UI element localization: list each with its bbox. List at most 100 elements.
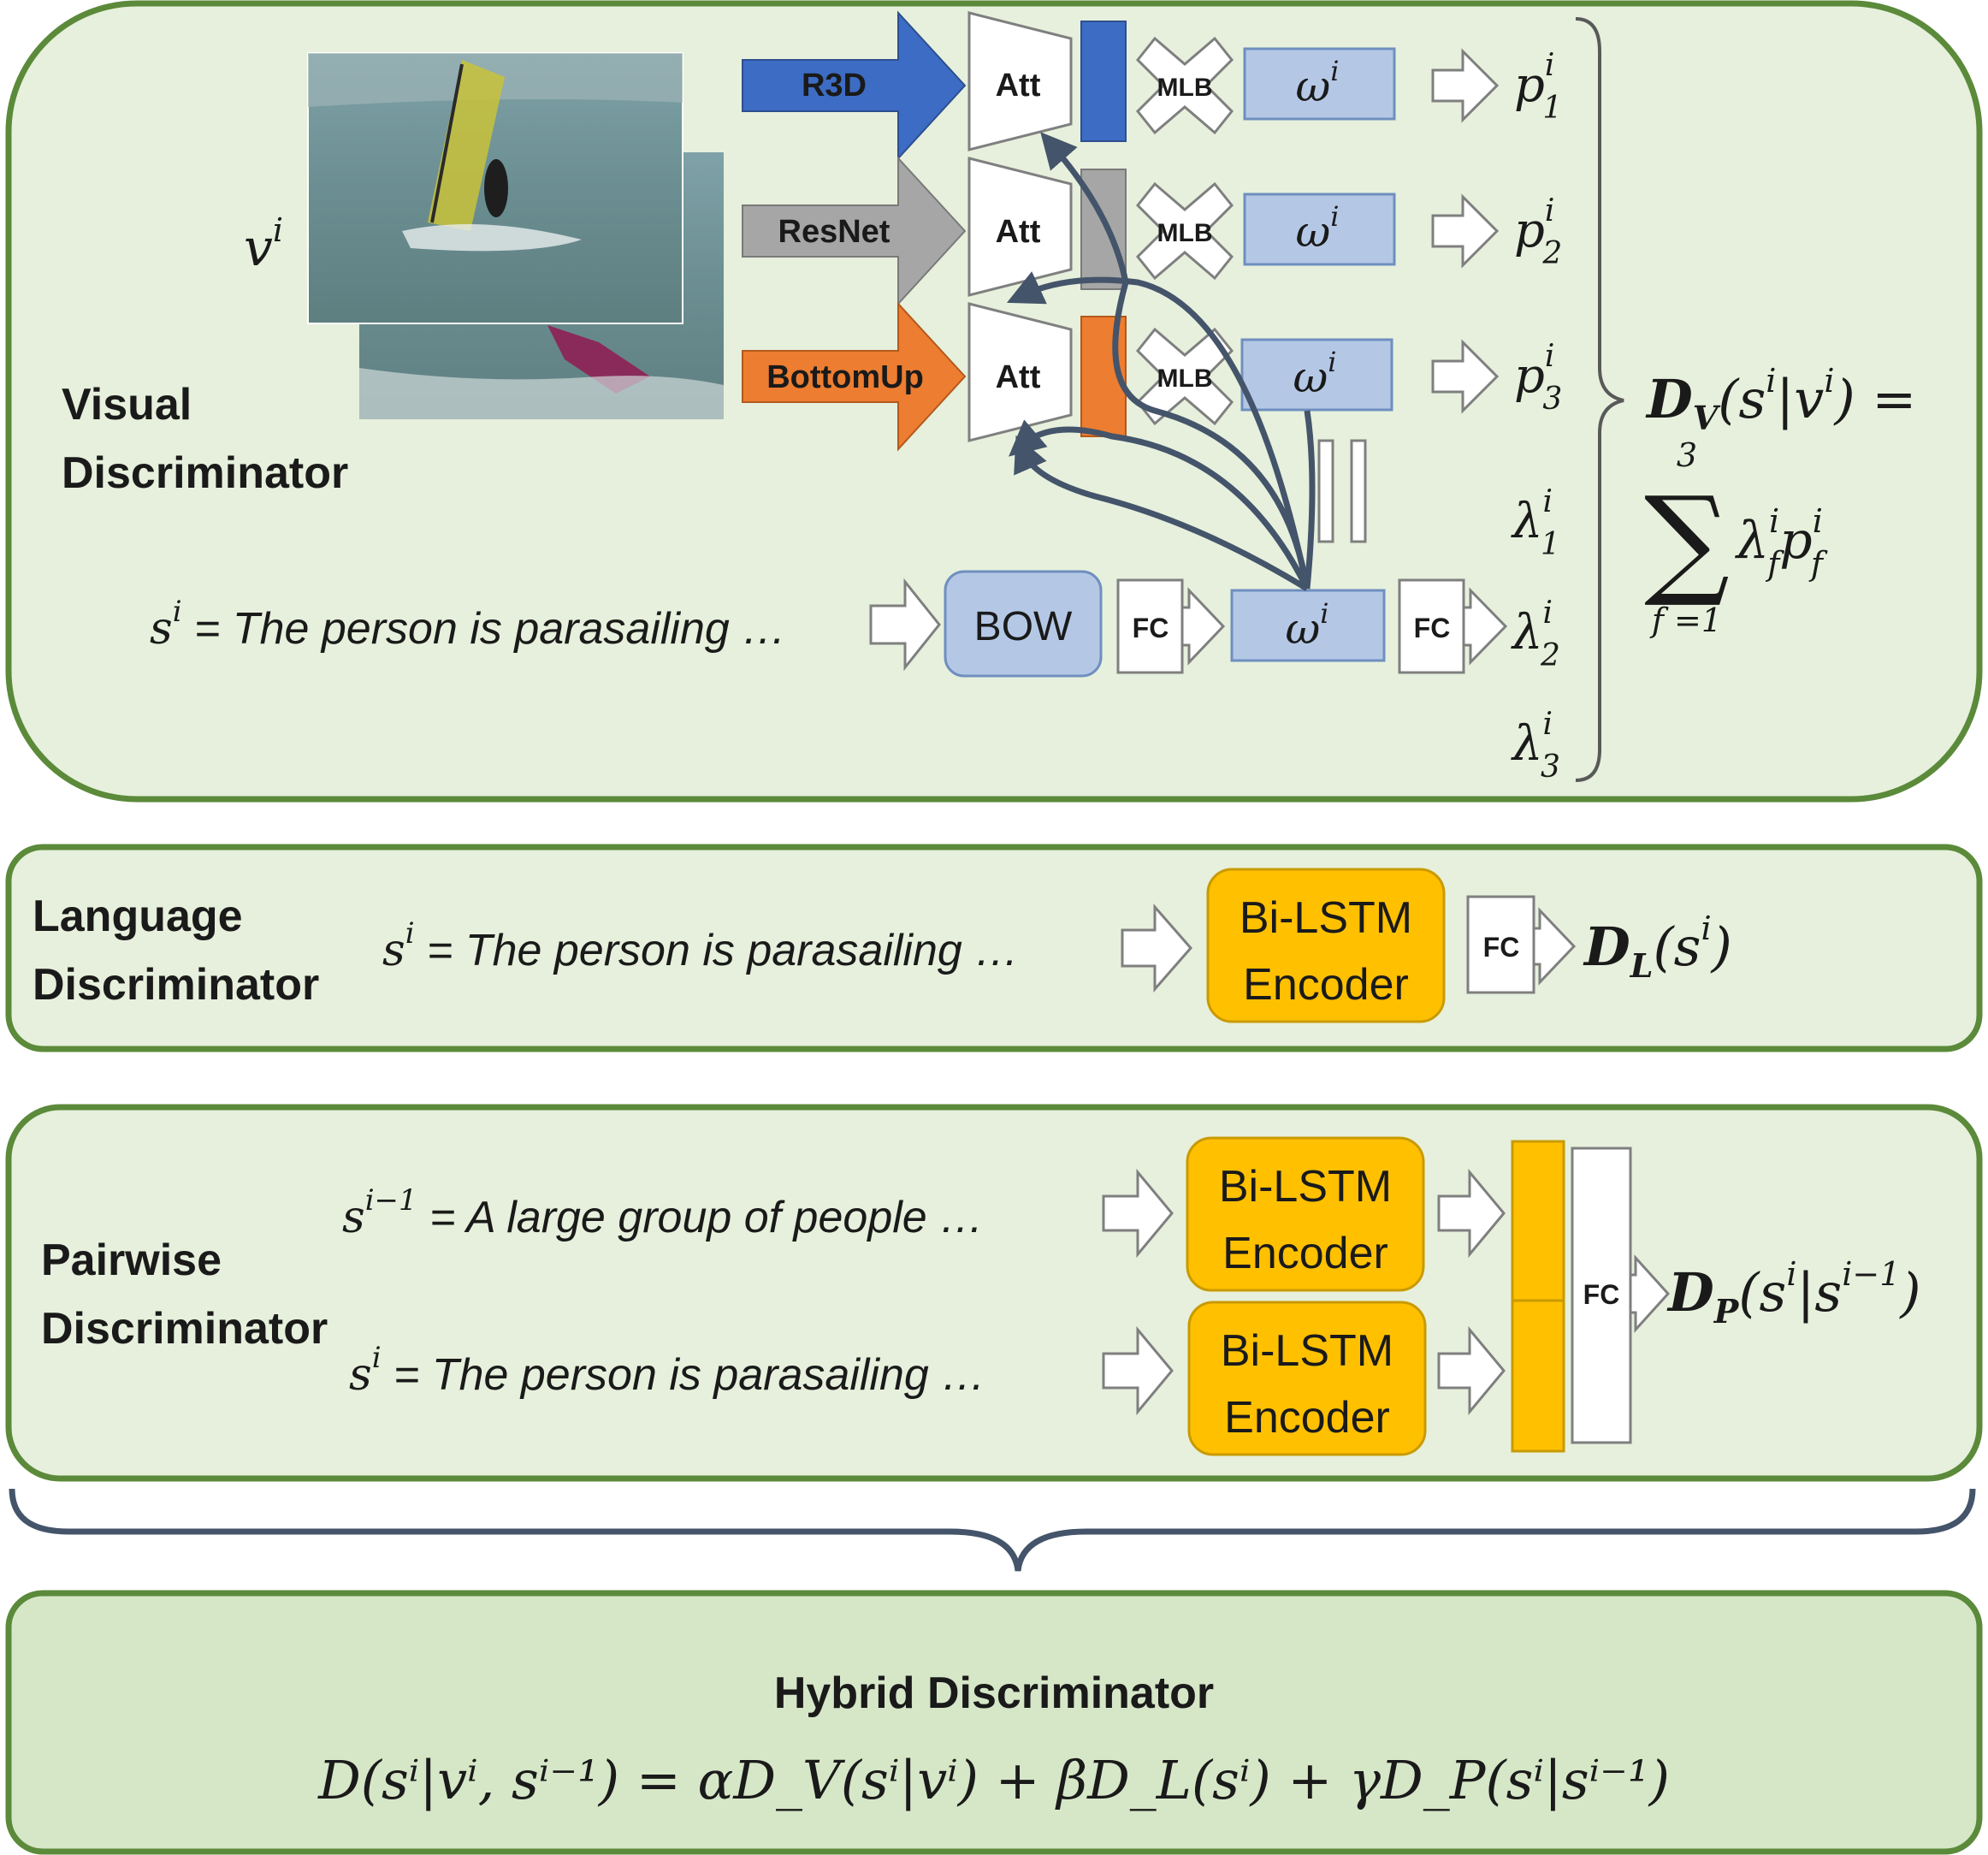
- att-label-2: Att: [996, 214, 1041, 250]
- curve-to-att-2: [1006, 271, 1311, 590]
- feature-arrow-resnet: ResNet: [742, 156, 967, 306]
- frame-front-splash: [402, 224, 582, 252]
- sum-lower-limit: f =1: [1649, 602, 1722, 639]
- pairwise-fc-box: [1571, 1147, 1632, 1444]
- omega-box-3: ωi: [1240, 338, 1393, 412]
- feature-bar-r3d: [1080, 21, 1127, 142]
- curve-to-att-1: [1040, 132, 1311, 590]
- pairwise-fc-label: FC: [1583, 1279, 1620, 1310]
- dl-equation: DL(si): [1583, 910, 1732, 985]
- video-variable: vi: [244, 211, 283, 278]
- language-fc: FC: [1466, 895, 1577, 994]
- language-fc-box: [1466, 895, 1535, 994]
- mlb-label-2: MLB: [1157, 219, 1213, 247]
- omega-label-3: ωi: [1293, 346, 1336, 402]
- frame-front-sail: [428, 60, 505, 231]
- att-label-1: Att: [996, 68, 1041, 104]
- pairwise-fc: FC: [1571, 1147, 1671, 1444]
- pairwise-encoder-2-line1: Bi-LSTM: [1221, 1326, 1393, 1376]
- pairwise-encoder-2-line2: Encoder: [1224, 1393, 1390, 1443]
- pairwise-encoder-box-2: [1187, 1301, 1427, 1456]
- omega-rect-1: [1243, 47, 1396, 121]
- video-frames: [307, 52, 724, 419]
- language-title-line1: Language: [33, 892, 243, 941]
- r3d-label: R3D: [802, 68, 867, 104]
- concat-bar-top: [1511, 1140, 1565, 1302]
- omega-rect-2: [1243, 193, 1396, 266]
- equal-bar-left: [1317, 439, 1334, 543]
- hybrid-title: Hybrid Discriminator: [774, 1668, 1214, 1718]
- visual-title-line2: Discriminator: [62, 448, 348, 498]
- visual-fc-2-label: FC: [1414, 613, 1451, 643]
- omega-box-2: ωi: [1243, 193, 1396, 266]
- language-sentence: si = The person is parasailing …: [382, 916, 1019, 976]
- hybrid-discriminator-panel: [5, 1590, 1983, 1855]
- visual-right-brace: [1575, 17, 1624, 782]
- arrow-to-language-encoder: [1121, 904, 1192, 993]
- arrow-to-concat-2: [1437, 1325, 1506, 1416]
- sum-upper-limit: 3: [1677, 436, 1697, 474]
- pairwise-cur-sentence: si = The person is parasailing …: [349, 1341, 985, 1401]
- omega-rect-bottom: [1230, 589, 1386, 662]
- bottomup-arrow-shape: [742, 301, 967, 452]
- arrow-to-pairwise-encoder-2: [1102, 1325, 1174, 1416]
- att-block-2: Att: [967, 157, 1073, 297]
- att-trapezoid-2: [967, 157, 1073, 297]
- visual-sentence: si = The person is parasailing …: [150, 595, 786, 655]
- pairwise-encoder-1-line1: Bi-LSTM: [1219, 1162, 1392, 1212]
- mlb-block-2: MLB: [1135, 181, 1234, 281]
- omega-label-bottom: ωi: [1285, 597, 1328, 654]
- equal-bar-right: [1350, 439, 1367, 543]
- att-block-1: Att: [967, 11, 1073, 151]
- att-label-3: Att: [996, 359, 1041, 395]
- language-encoder-line1: Bi-LSTM: [1240, 893, 1412, 943]
- pairwise-title-line2: Discriminator: [41, 1304, 328, 1354]
- r3d-arrow-shape: [742, 10, 967, 161]
- feature-arrow-bottomup: BottomUp: [742, 301, 967, 452]
- hybrid-brace: [9, 1488, 1976, 1572]
- omega-label-2: ωi: [1295, 200, 1339, 257]
- language-fc-arrowhead: [1532, 907, 1577, 986]
- pairwise-prev-sentence: si−1 = A large group of people …: [342, 1183, 984, 1243]
- visual-fc-2-box: [1398, 578, 1465, 674]
- visual-fc-1: FC: [1116, 578, 1226, 674]
- visual-fc-2-arrowhead: [1462, 587, 1508, 666]
- att-block-3: Att: [967, 302, 1073, 442]
- mlb-cross-1: [1135, 36, 1234, 135]
- resnet-label: ResNet: [778, 214, 890, 250]
- att-trapezoid-1: [967, 11, 1073, 151]
- omega-label-1: ωi: [1295, 55, 1339, 111]
- pairwise-encoder-box-1: [1186, 1136, 1425, 1292]
- arrow-to-p3: [1431, 339, 1500, 414]
- dp-equation: DP(si|si−1): [1666, 1255, 1921, 1331]
- mlb-label-3: MLB: [1157, 364, 1213, 393]
- visual-fc-1-label: FC: [1133, 613, 1169, 643]
- omega-box-1: ωi: [1243, 47, 1396, 121]
- bow-label: BOW: [974, 604, 1073, 649]
- curve-to-att-3: [1014, 435, 1309, 591]
- visual-title-line1: Visual: [62, 380, 192, 430]
- mlb-cross-2: [1135, 181, 1234, 281]
- hybrid-formula: D(sⁱ|vⁱ, sⁱ⁻¹) = αD_V(sⁱ|vⁱ) + βD_L(sⁱ) …: [317, 1749, 1670, 1811]
- arrow-to-pairwise-encoder-1: [1102, 1168, 1174, 1259]
- curve-to-att-3-lower: [1009, 419, 1311, 590]
- language-fc-label: FC: [1483, 932, 1520, 963]
- arrow-to-p2: [1431, 193, 1500, 269]
- dv-equation-lhs: DV(si|vi) =: [1645, 362, 1916, 437]
- feature-arrow-r3d: R3D: [742, 10, 967, 161]
- arrow-to-bow: [869, 578, 941, 672]
- pairwise-encoder-1-line2: Encoder: [1222, 1229, 1388, 1278]
- frame-front-surfer: [484, 159, 508, 217]
- language-encoder-box: [1206, 868, 1446, 1023]
- omega-rect-3: [1240, 338, 1393, 412]
- frame-back-foam: [359, 368, 724, 419]
- visual-fc-2: FC: [1398, 578, 1508, 674]
- language-title-line2: Discriminator: [33, 960, 319, 1010]
- bottomup-label: BottomUp: [766, 359, 924, 395]
